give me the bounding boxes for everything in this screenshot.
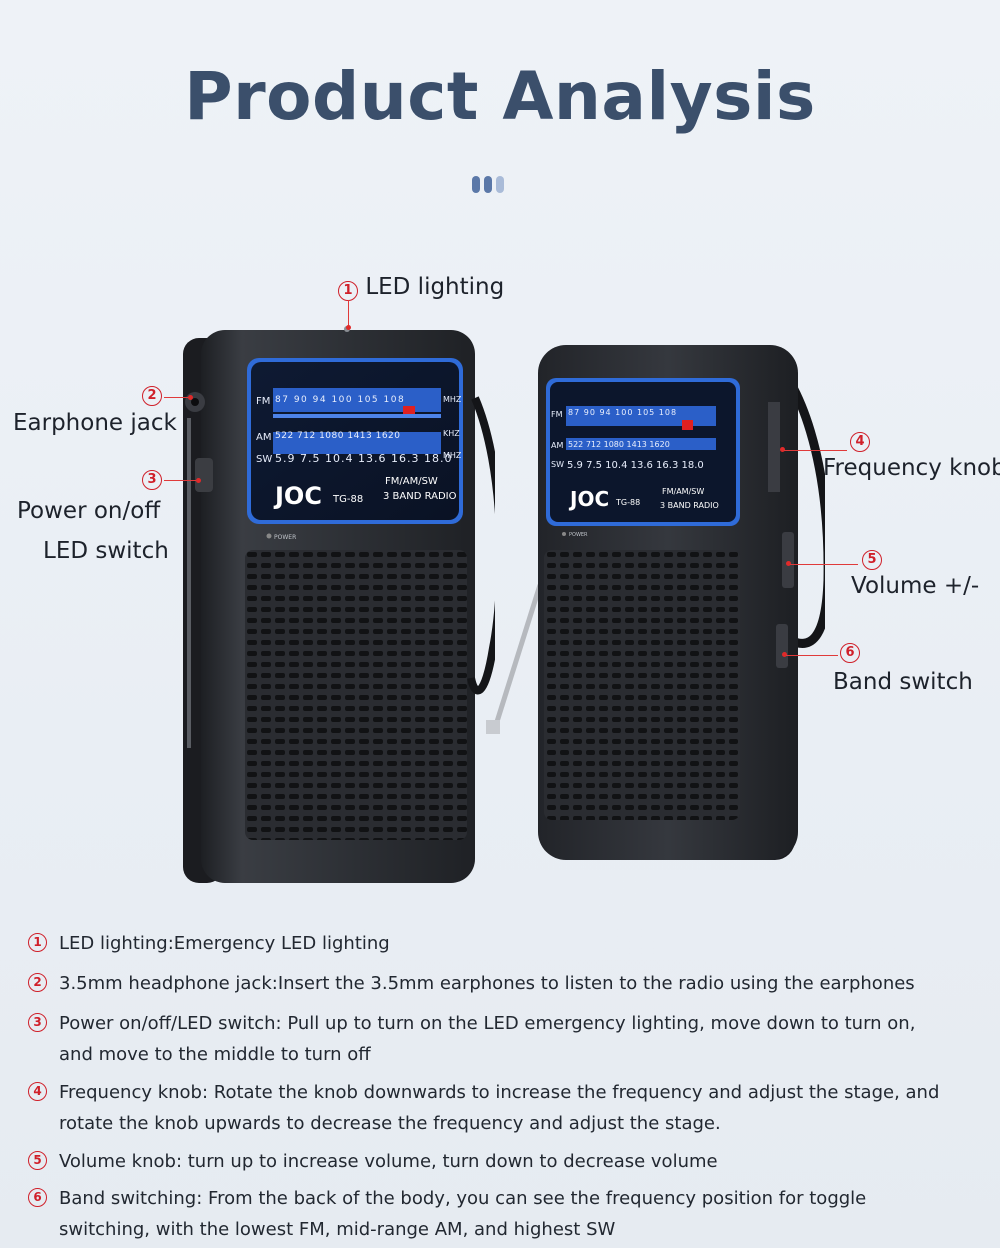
title-divider-dots (472, 176, 504, 193)
description-number-badge: 5 (28, 1151, 47, 1170)
callout-number-badge: 1 (338, 281, 358, 301)
svg-text:3 BAND RADIO: 3 BAND RADIO (660, 501, 719, 510)
callout-anchor-dot (786, 561, 791, 566)
callout-anchor-dot (346, 325, 351, 330)
callout-anchor-dot (782, 652, 787, 657)
callout-leader-line (784, 450, 847, 451)
radio-side-image: FM 87 90 94 100 105 108 AM 522 712 1080 … (486, 345, 825, 860)
dial-sw-label: SW (256, 454, 272, 465)
callout-leader-line (790, 564, 858, 565)
svg-text:FM: FM (551, 410, 563, 419)
radio-bands-line2: 3 BAND RADIO (383, 491, 457, 502)
callout-label: Frequency knob (823, 455, 1000, 481)
callout-label: Volume +/- (851, 573, 980, 599)
svg-text:5.9 7.5 10.4 13.6 16.3 18.0: 5.9 7.5 10.4 13.6 16.3 18.0 (275, 452, 452, 465)
callout-label: Band switch (833, 669, 973, 695)
svg-text:FM/AM/SW: FM/AM/SW (662, 487, 704, 496)
description-number-badge: 3 (28, 1013, 47, 1032)
description-number-badge: 1 (28, 933, 47, 952)
radio-bands-line1: FM/AM/SW (385, 476, 438, 487)
power-label: POWER (274, 534, 296, 541)
callout-number-badge: 5 (862, 550, 882, 570)
callout-led-lighting: 1 LED lighting (338, 274, 504, 301)
callout-leader-line (786, 655, 838, 656)
svg-text:522 712 1080 1413 1620: 522 712 1080 1413 1620 (275, 431, 401, 441)
callout-label: LED lighting (365, 274, 505, 300)
description-text: Frequency knob: Rotate the knob downward… (59, 1082, 940, 1134)
radio-front-image: FM 87 90 94 100 105 108 MHZ AM 522 712 1… (183, 326, 495, 883)
dial-am-label: AM (256, 432, 271, 443)
callout-label: Power on/off (17, 498, 161, 524)
description-number-badge: 2 (28, 973, 47, 992)
description-number-badge: 6 (28, 1188, 47, 1207)
callout-number-badge: 4 (850, 432, 870, 452)
description-text: LED lighting:Emergency LED lighting (59, 933, 390, 954)
callout-label: Earphone jack (13, 410, 177, 436)
callout-leader-line (164, 397, 190, 398)
svg-text:87 90 94 100 105 108: 87 90 94 100 105 108 (568, 408, 677, 417)
callout-anchor-dot (188, 395, 193, 400)
description-text: Power on/off/LED switch: Pull up to turn… (59, 1013, 916, 1065)
svg-text:JOC: JOC (568, 487, 609, 511)
page-title: Product Analysis (184, 58, 816, 135)
description-number-badge: 4 (28, 1082, 47, 1101)
callout-number-badge: 2 (142, 386, 162, 406)
svg-text:522 712 1080 1413 1620: 522 712 1080 1413 1620 (568, 440, 670, 449)
dial-fm-label: FM (256, 396, 270, 407)
svg-text:AM: AM (551, 441, 563, 450)
description-text: 3.5mm headphone jack:Insert the 3.5mm ea… (59, 973, 915, 994)
callout-anchor-dot (196, 478, 201, 483)
description-text: Band switching: From the back of the bod… (59, 1188, 867, 1240)
svg-text:87 90 94 100 105 108: 87 90 94 100 105 108 (275, 395, 405, 405)
dial-fm-unit: MHZ (443, 395, 462, 404)
dial-am-unit: KHZ (443, 429, 460, 438)
callout-number-badge: 6 (840, 643, 860, 663)
radio-brand: JOC (273, 482, 322, 510)
svg-text:TG-88: TG-88 (615, 498, 640, 507)
callout-leader-line (348, 300, 349, 326)
svg-text:POWER: POWER (569, 532, 588, 538)
callout-anchor-dot (780, 447, 785, 452)
radio-model: TG-88 (332, 494, 363, 505)
description-text: Volume knob: turn up to increase volume,… (59, 1151, 718, 1172)
dial-sw-unit: MHZ (443, 451, 462, 460)
svg-text:5.9 7.5 10.4 13.6 16.3 18.0: 5.9 7.5 10.4 13.6 16.3 18.0 (567, 460, 704, 471)
callout-leader-line (164, 480, 198, 481)
callout-number-badge: 3 (142, 470, 162, 490)
svg-text:SW: SW (551, 460, 564, 469)
callout-label: LED switch (43, 538, 169, 564)
